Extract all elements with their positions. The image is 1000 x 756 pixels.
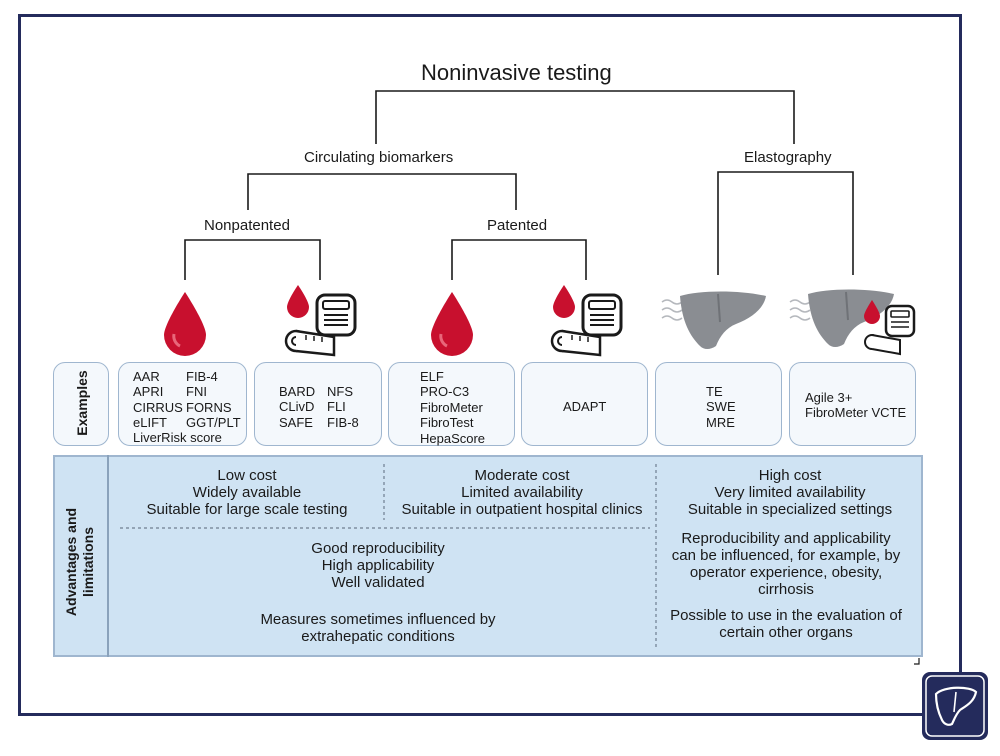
liver-elastography-icon xyxy=(661,291,766,349)
examples-elastography: TE SWE MRE xyxy=(655,362,782,446)
liver-combined-icon xyxy=(789,289,916,356)
tape-measure-icon xyxy=(864,334,901,356)
biomarkers-limitation-note: Measures sometimes influenced by extrahe… xyxy=(260,611,496,645)
list-item: FibroTest xyxy=(420,415,474,431)
advantages-label-box: Advantages and limitations xyxy=(53,455,109,657)
list-item: SAFE xyxy=(279,414,313,430)
list-item: GGT/PLT xyxy=(186,415,241,431)
list-item: eLIFT xyxy=(133,415,167,431)
elastography-reproducibility: Reproducibility and applicability can be… xyxy=(671,530,901,598)
blood-and-clinical-icon xyxy=(284,285,357,357)
tape-measure-icon xyxy=(284,329,336,357)
list-item: Agile 3+ xyxy=(805,390,853,405)
list-item: SWE xyxy=(706,399,736,415)
blood-drop-icon xyxy=(164,292,206,356)
list-item: ADAPT xyxy=(563,399,607,414)
list-item: FLI xyxy=(327,399,346,415)
small-blood-drop-icon xyxy=(864,300,880,324)
list-item: PRO-C3 xyxy=(420,384,470,400)
journal-logo xyxy=(922,672,988,740)
patented-label: Patented xyxy=(487,217,548,234)
list-item: LiverRisk score xyxy=(133,430,222,445)
list-item: FibroMeter VCTE xyxy=(805,405,907,421)
list-item: BARD xyxy=(279,384,316,399)
scale-icon xyxy=(884,304,916,338)
advantages-panel xyxy=(53,455,923,657)
list-item: FIB-4 xyxy=(186,369,218,384)
list-item: FNI xyxy=(186,384,207,400)
nonpatented-label: Nonpatented xyxy=(204,217,290,234)
biomarkers-shared-advantages: Good reproducibility High applicability … xyxy=(311,540,445,591)
scale-icon xyxy=(315,293,357,337)
patented-advantages: Moderate cost Limited availability Suita… xyxy=(401,467,643,518)
nonpatented-advantages: Low cost Widely available Suitable for l… xyxy=(146,467,348,518)
liver-icon xyxy=(680,291,766,349)
examples-label-box: Examples xyxy=(53,362,109,446)
examples-patented-clinical: ADAPT xyxy=(521,362,648,446)
small-blood-drop-icon xyxy=(287,285,309,318)
diagram-title: Noninvasive testing xyxy=(421,60,612,85)
tape-measure-icon xyxy=(550,329,602,357)
list-item: FORNS xyxy=(186,399,232,415)
blood-drop-icon xyxy=(431,292,473,356)
list-item: HepaScore xyxy=(420,430,486,446)
examples-patented-blood: ELF PRO-C3 FibroMeter FibroTest HepaScor… xyxy=(388,362,515,446)
list-item: APRI xyxy=(133,384,164,400)
examples-elastography-combined: Agile 3+ FibroMeter VCTE xyxy=(789,362,916,446)
elastography-label: Elastography xyxy=(744,149,832,166)
list-item: FIB-8 xyxy=(327,414,359,430)
list-item: NFS xyxy=(327,384,353,399)
blood-and-clinical-icon xyxy=(550,285,623,357)
small-blood-drop-icon xyxy=(553,285,575,318)
examples-nonpatented-blood: AAR APRI CIRRUS eLIFT FIB-4 FNI FORNS GG… xyxy=(118,362,247,446)
list-item: ELF xyxy=(420,369,444,384)
examples-nonpatented-clinical: BARD CLivD SAFE NFS FLI FIB-8 xyxy=(254,362,382,446)
list-item: FibroMeter xyxy=(420,399,483,415)
scale-icon xyxy=(581,293,623,337)
list-item: CIRRUS xyxy=(133,399,183,415)
list-item: MRE xyxy=(706,414,735,430)
elastography-advantages: High cost Very limited availability Suit… xyxy=(687,467,893,518)
circulating-biomarkers-label: Circulating biomarkers xyxy=(304,149,454,166)
journal-logo-icon xyxy=(925,675,985,737)
list-item: CLivD xyxy=(279,399,315,415)
list-item: TE xyxy=(706,384,723,399)
list-item: AAR xyxy=(133,369,160,384)
elastography-organs: Possible to use in the evaluation of cer… xyxy=(670,607,902,641)
